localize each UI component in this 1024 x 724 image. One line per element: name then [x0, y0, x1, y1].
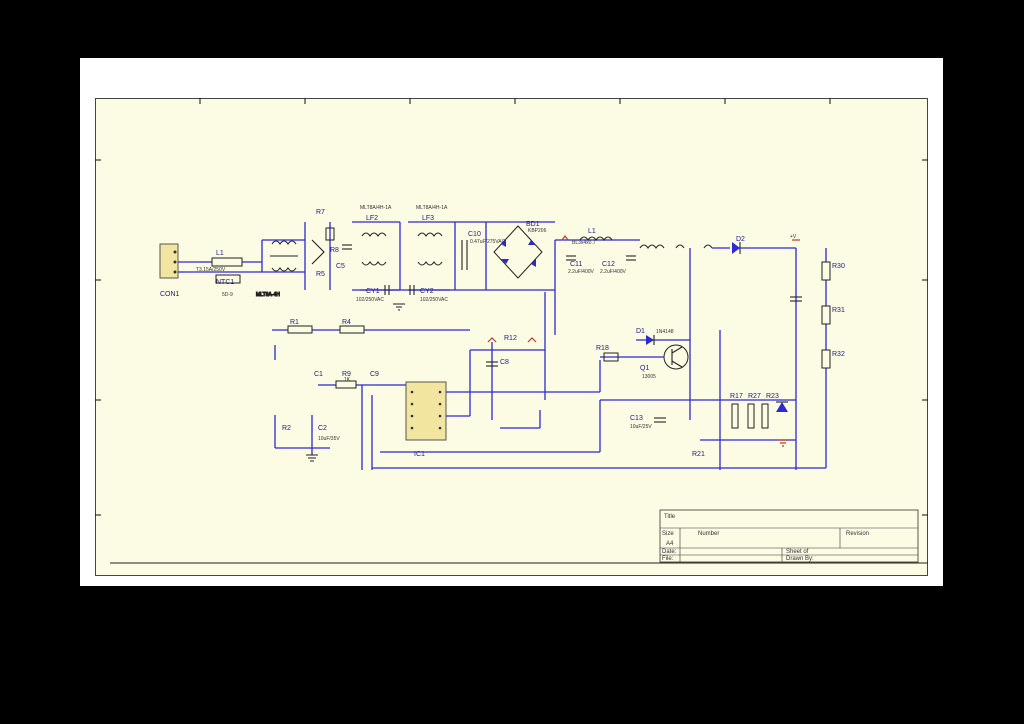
tb-number-label: Number	[698, 531, 719, 537]
lout-label: L1	[588, 228, 596, 235]
fuse-f1: L1 T3.15A/250V	[196, 250, 243, 273]
ic-ic1: IC1	[405, 349, 601, 458]
y-capacitors: CY1 CY2 102/250VAC 102/250VAC	[356, 285, 450, 311]
c10-label: C10	[468, 231, 481, 238]
output-section: D2 +V	[639, 234, 802, 470]
tb-size-label: Size	[662, 531, 674, 537]
c12-value: 2.2uF/400V	[600, 269, 627, 275]
c13-label: C13	[630, 415, 643, 422]
r30-label: R30	[832, 263, 845, 270]
c2-label: C2	[318, 425, 327, 432]
r18-label: R18	[596, 345, 609, 352]
schematic-sheet	[95, 98, 928, 576]
x-filter-block: R7 R8 C5 R5	[304, 209, 352, 290]
c11-label: C11	[570, 261, 582, 268]
resistor-chain: R30 R31 R32	[821, 248, 845, 468]
r21-label: R21	[692, 451, 705, 458]
lower-bus: C13 10uF/25V	[372, 399, 826, 469]
ic1-label: IC1	[414, 451, 425, 458]
ntc1-label: NTC1	[216, 279, 234, 286]
c2-value: 10uF/35V	[318, 436, 340, 442]
lf1-value: MLT8A-4H	[256, 292, 280, 298]
resistor-row: R1 R4	[272, 319, 470, 360]
cy1-label: CY1	[366, 288, 380, 295]
fuse-value: T3.15A/250V	[196, 267, 226, 273]
r32-label: R32	[832, 351, 845, 358]
lf2-value: MLT8A/4H-1A	[360, 205, 392, 211]
title-block: Title Size A4 Number Revision Date: Shee…	[659, 509, 919, 563]
r5-label: R5	[316, 271, 325, 278]
d2-label: D2	[736, 236, 745, 243]
d1-label: D1	[636, 328, 645, 335]
c5-label: C5	[336, 263, 345, 270]
r23-label: R23	[766, 393, 779, 400]
r9-label: R9	[342, 371, 351, 378]
r4-label: R4	[342, 319, 351, 326]
r8-label: R8	[330, 247, 339, 254]
input-wires	[178, 239, 305, 273]
choke-lf2: MLT8A/4H-1A LF2	[352, 205, 401, 291]
connector-con1: CON1	[159, 243, 180, 298]
ntc-value: 5D-9	[222, 292, 233, 298]
diode-d1: D1 1N4148	[636, 328, 690, 345]
lf3-value: MLT8A/4H-1A	[416, 205, 448, 211]
tb-drawn-label: Drawn By:	[786, 556, 814, 562]
choke-lf1: MLT8A-4H	[255, 240, 298, 299]
tb-title: Title	[664, 514, 676, 520]
bd1-label: BD1	[526, 221, 540, 228]
r7-label: R7	[316, 209, 325, 216]
r2-label: R2	[282, 425, 291, 432]
tb-size: A4	[666, 541, 674, 547]
c10-value: 0.47uF/275VAC	[470, 239, 506, 245]
q1-value: 13005	[642, 374, 656, 380]
transistor-q1: Q1 13005 R18	[596, 344, 689, 380]
control-network: C1 R9 1K C9 R2 C2 10uF/35V	[274, 371, 410, 470]
c12-label: C12	[602, 261, 615, 268]
cy2-label: CY2	[420, 288, 434, 295]
l1-label: L1	[216, 250, 224, 257]
choke-lf3: MLT8A/4H-1A LF3	[408, 205, 456, 291]
dc-bus: L1 BL3x4x0.7 C11 2.2uF/400V C12 2.2uF/40…	[544, 228, 640, 400]
r1-label: R1	[290, 319, 299, 326]
tb-revision-label: Revision	[846, 531, 869, 537]
cy2-value: 102/250VAC	[420, 297, 448, 303]
bd1-value: KBP206	[528, 228, 547, 234]
node-label: +V	[790, 234, 797, 240]
bridge-bd1: BD1 KBP206	[485, 221, 555, 291]
zone-markers	[95, 98, 928, 564]
r12-c8: R12 C8	[486, 335, 537, 420]
con1-label: CON1	[160, 291, 180, 298]
r17-label: R17	[730, 393, 743, 400]
lout-value: BL3x4x0.7	[572, 240, 596, 246]
tb-sheet-label: Sheet of	[786, 549, 809, 555]
lf2-label: LF2	[366, 215, 378, 222]
c1-label: C1	[314, 371, 323, 378]
c13-value: 10uF/25V	[630, 424, 652, 430]
c8-label: C8	[500, 359, 509, 366]
cy1-value: 102/250VAC	[356, 297, 384, 303]
feedback-section: R17 R27 R23 R21	[692, 393, 796, 458]
tb-file-label: File:	[662, 556, 674, 562]
c11-value: 2.2uF/400V	[568, 269, 595, 275]
r9-value: 1K	[344, 377, 351, 383]
q1-label: Q1	[640, 365, 649, 372]
r31-label: R31	[832, 307, 845, 314]
capacitor-c10: C10 0.47uF/275VAC	[455, 221, 506, 291]
ntc-ntc1: NTC1 5D-9	[215, 274, 241, 298]
tb-date-label: Date:	[662, 549, 677, 555]
r27-label: R27	[748, 393, 761, 400]
lf3-label: LF3	[422, 215, 434, 222]
r12-label: R12	[504, 335, 517, 342]
c9-label: C9	[370, 371, 379, 378]
d1-value: 1N4148	[656, 329, 674, 335]
